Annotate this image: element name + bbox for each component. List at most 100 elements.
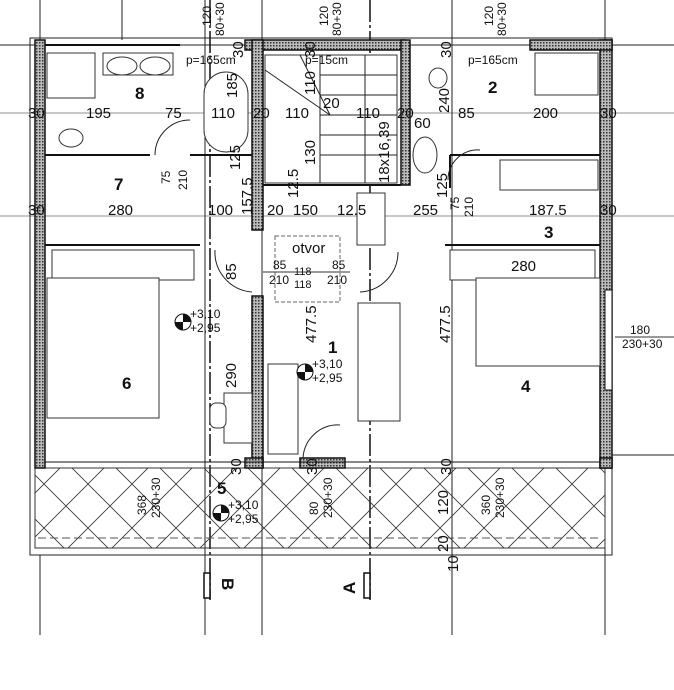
stairs [264,54,398,184]
window-labels: 120 80+30 120 80+30 120 80+30 p=165cm p=… [186,2,518,67]
dim: 110 [211,105,235,122]
dim: 150 [293,202,318,219]
dim: 30 [304,458,321,475]
dim: 18x16,39 [376,121,393,183]
dim: 125 [434,173,451,198]
section-a-label: A [340,582,359,594]
cabinet-1 [267,363,299,455]
door-height: 230+30 [321,477,335,518]
dim: 157.5 [239,177,256,215]
door-swing-1 [302,424,341,459]
door-width: 80 [307,501,321,515]
level-bottom: +2,95 [312,371,343,385]
door-swing-2 [447,149,481,181]
dim: 10 [445,555,462,572]
door-swing-8 [154,119,191,156]
parapet-label: p=15cm [305,53,348,67]
opening-dim: 210 [269,273,289,287]
room-numbers: 8 2 7 3 6 4 1 5 [114,78,553,498]
dim: 75 [165,105,182,122]
terrace [34,467,606,549]
chair-6 [209,402,227,429]
room-8: 8 [135,84,144,103]
opening-dim: 85 [273,258,287,272]
door-height: 210 [462,197,476,217]
shower-8 [46,52,96,99]
window-label: 120 [482,6,496,26]
dim: 110 [356,105,380,122]
window-label: 80+30 [495,2,509,36]
opening-otvor [274,235,341,303]
room-2: 2 [488,78,497,97]
right-window-labels: 180 230+30 [615,323,674,351]
dim: 85 [223,263,240,280]
level-bottom: +2,95 [190,321,221,335]
door-swing-6 [214,249,253,293]
door-width: 75 [159,170,173,184]
fixtures [46,52,613,459]
dim: 20 [253,105,270,122]
dim: 280 [511,258,536,275]
dim: 120 [435,490,452,515]
section-markers: B A [203,572,371,599]
level-bottom: +2,95 [228,512,259,526]
window-label: 80+30 [213,2,227,36]
shower-2 [534,52,599,96]
dim: 290 [223,363,240,388]
window-height: 230+30 [622,337,663,351]
dim: 200 [533,105,558,122]
bathtub-8 [203,71,249,153]
door-height: 230+30 [149,477,163,518]
room-4: 4 [521,377,531,396]
opening-title: otvor [292,240,325,257]
opening-labels: otvor 85 210 118 118 85 210 [263,240,350,291]
section-b-label: B [218,578,237,590]
parapet-label: p=165cm [468,53,518,67]
dim: 100 [208,202,233,219]
sink-2 [412,136,438,174]
dim: 20 [397,105,414,122]
dim: 240 [436,88,453,113]
dim: 30 [230,41,247,58]
level-top: +3,10 [312,357,343,371]
dim: 30 [302,41,319,58]
room-3: 3 [544,223,553,242]
window-label: 120 [200,6,214,26]
opening-dim: 85 [332,258,346,272]
opening-dim: 118 [294,279,312,291]
dim: 20 [435,535,452,552]
door-width: 75 [448,196,462,210]
door-swing-4 [359,251,399,293]
room-6: 6 [122,374,131,393]
dim: 20 [323,95,340,112]
dim: 280 [108,202,133,219]
dim: 477.5 [303,305,320,343]
bed-4 [449,249,596,281]
room-5: 5 [217,479,226,498]
room-7: 7 [114,175,123,194]
dim: 30 [438,41,455,58]
level-markers [174,313,314,522]
dim: 30 [438,458,455,475]
dim: 185 [224,73,241,98]
desk-6 [223,392,253,444]
walls [34,39,613,469]
dim: 110 [302,71,319,95]
right-window [604,289,613,391]
dim: 110 [285,105,309,122]
bed-6 [51,249,195,281]
dim: 30 [228,458,245,475]
dim: 477.5 [437,305,454,343]
dim: 30 [600,202,617,219]
dim: 30 [28,202,45,219]
dim: 187.5 [529,202,567,219]
door-height: 210 [176,170,190,190]
door-width: 368 [135,495,149,515]
dim: 60 [414,115,431,132]
dim: 30 [28,105,45,122]
dim: 195 [86,105,111,122]
window-width: 180 [630,323,650,337]
level-top: +3,10 [190,307,221,321]
door-labels: 75 210 75 210 [159,170,476,217]
